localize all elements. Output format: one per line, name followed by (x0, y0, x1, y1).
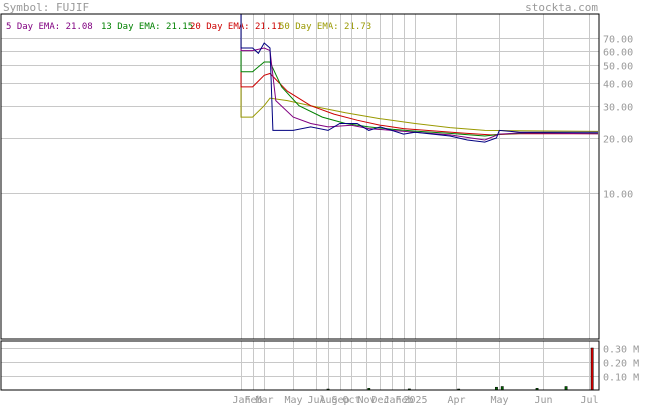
symbol-label: Symbol: FUJIF (3, 1, 89, 14)
price-panel-frame (0, 13, 600, 340)
x-tick-label-9: Dec (371, 395, 389, 406)
volume-bar-8 (590, 347, 594, 391)
legend-ema20: 20 Day EMA: 21.11 (190, 22, 282, 32)
legend-ema5-text: 5 Day EMA: 21.08 (6, 22, 93, 32)
volume-panel-frame (0, 340, 600, 391)
x-tick-label-3: May (284, 395, 302, 406)
x-tick-label-6: Sep (331, 395, 349, 406)
volume-tick-label-0: 0.10 M (603, 373, 639, 384)
legend-ema50: 50 Day EMA: 21.73 (279, 22, 371, 32)
price-tick-label-4: 50.00 (603, 62, 633, 73)
series-line-ema20 (240, 14, 598, 136)
x-tick-label-0: Jan (232, 395, 250, 406)
price-tick-label-5: 60.00 (603, 48, 633, 59)
legend-ema13-text: 13 Day EMA: 21.15 (101, 22, 193, 32)
x-tick-label-11: Feb (395, 395, 413, 406)
brand-label: stockta.com (525, 1, 598, 14)
x-tick-label-12: 2025 (403, 395, 427, 406)
x-tick-label-1: Feb (244, 395, 262, 406)
x-tick-label-14: May (490, 395, 508, 406)
series-line-ema5 (240, 14, 599, 141)
price-panel (240, 14, 599, 143)
x-tick-label-8: Nov (357, 395, 375, 406)
x-tick-label-13: Apr (447, 395, 465, 406)
price-tick-label-6: 70.00 (603, 35, 633, 46)
x-tick-label-10: Jan (383, 395, 401, 406)
volume-bar-5 (500, 386, 504, 391)
legend-ema5: 5 Day EMA: 21.08 (6, 22, 93, 32)
price-tick-label-3: 40.00 (603, 80, 633, 91)
volume-bar-7 (564, 386, 568, 391)
x-tick-label-2: Mar (255, 395, 273, 406)
x-tick-label-16: Jul (580, 395, 598, 406)
series-line-price (240, 14, 598, 143)
price-tick-label-0: 10.00 (603, 190, 633, 201)
legend-ema20-text: 20 Day EMA: 21.11 (190, 22, 282, 32)
grid (1, 14, 599, 390)
x-tick-label-4: Jul (307, 395, 325, 406)
x-tick-label-15: Jun (534, 395, 552, 406)
x-tick-label-7: Oct (342, 395, 360, 406)
price-tick-label-2: 30.00 (603, 103, 633, 114)
volume-tick-label-1: 0.20 M (603, 359, 639, 370)
series-line-ema50 (240, 14, 599, 132)
legend-ema50-text: 50 Day EMA: 21.73 (279, 22, 371, 32)
price-tick-label-1: 20.00 (603, 135, 633, 146)
legend-ema13: 13 Day EMA: 21.15 (101, 22, 193, 32)
volume-tick-label-2: 0.30 M (603, 345, 639, 356)
x-tick-label-5: Aug (319, 395, 337, 406)
